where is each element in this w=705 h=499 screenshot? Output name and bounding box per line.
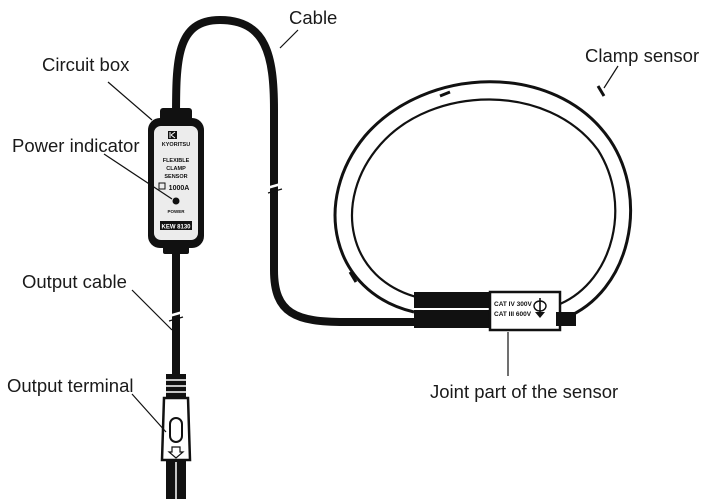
clamp-sensor bbox=[333, 80, 632, 320]
ring-mark bbox=[439, 90, 451, 98]
rating-symbol-icon bbox=[158, 182, 166, 190]
circuit-box-bottom-collar bbox=[163, 244, 189, 254]
box-line-3: SENSOR bbox=[164, 174, 187, 180]
label-power-indicator: Power indicator bbox=[12, 135, 140, 156]
ring-mark bbox=[348, 271, 358, 283]
clamp-ring-outer bbox=[333, 80, 632, 320]
arrow-head-icon bbox=[535, 312, 545, 318]
joint-tip bbox=[556, 312, 576, 326]
label-clamp-sensor: Clamp sensor bbox=[585, 45, 699, 66]
callout-labels: Cable Circuit box Power indicator Clamp … bbox=[7, 7, 699, 402]
joint-part: CAT IV 300V CAT III 600V bbox=[414, 290, 576, 332]
leader-output-cable bbox=[131, 289, 173, 331]
clamp-ring-inner bbox=[350, 98, 617, 306]
output-cable-break-mark bbox=[168, 310, 184, 318]
joint-head bbox=[488, 290, 562, 332]
output-terminal bbox=[160, 374, 192, 499]
label-cable: Cable bbox=[289, 7, 337, 28]
leader-cable bbox=[279, 29, 299, 49]
logo-glyph bbox=[169, 131, 176, 139]
model-plate bbox=[160, 221, 192, 230]
box-rating: 1000A bbox=[169, 185, 190, 192]
power-led-icon bbox=[172, 197, 180, 205]
box-power-label: POWER bbox=[167, 209, 185, 214]
cable-break-mark bbox=[266, 182, 282, 190]
cable bbox=[172, 15, 418, 326]
brand-text: KYORITSU bbox=[162, 142, 190, 148]
label-output-terminal: Output terminal bbox=[7, 375, 133, 396]
box-line-1: FLEXIBLE bbox=[163, 158, 190, 164]
leader-output-terminal bbox=[131, 393, 167, 433]
terminal-grip-slot bbox=[169, 417, 183, 443]
box-model: KEW 8130 bbox=[161, 225, 191, 231]
leader-circuit-box bbox=[107, 81, 153, 121]
joint-cat3-label: CAT III 600V bbox=[494, 311, 532, 318]
output-cable bbox=[168, 248, 184, 376]
cable-line bbox=[172, 15, 418, 326]
circuit-box-face bbox=[154, 126, 198, 240]
joint-cat4-label: CAT IV 300V bbox=[494, 301, 532, 308]
terminal-body bbox=[160, 396, 192, 462]
leader-clamp-sensor bbox=[603, 65, 619, 89]
circuit-box: KYORITSU FLEXIBLE CLAMP SENSOR 1000A POW… bbox=[148, 108, 204, 254]
kyoritsu-logo-icon bbox=[168, 131, 177, 139]
label-output-cable: Output cable bbox=[22, 271, 127, 292]
ring-mark bbox=[596, 85, 606, 97]
leader-lines bbox=[103, 29, 619, 433]
arrow-down-icon bbox=[167, 446, 185, 459]
label-circuit-box: Circuit box bbox=[42, 54, 130, 75]
output-cable-break-mark bbox=[168, 316, 184, 322]
leader-power-indicator bbox=[103, 153, 173, 200]
box-line-2: CLAMP bbox=[166, 166, 186, 172]
label-joint-part: Joint part of the sensor bbox=[430, 381, 618, 402]
cable-break-mark bbox=[267, 188, 283, 194]
